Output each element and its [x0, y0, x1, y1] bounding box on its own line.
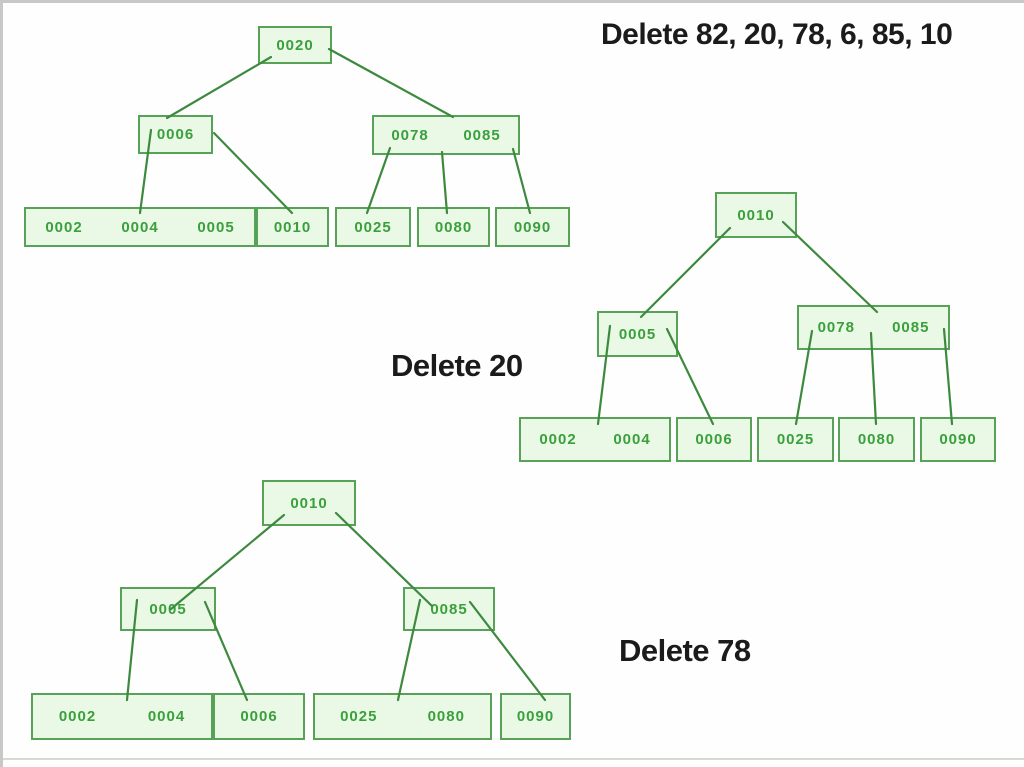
tree-after-delete-82-node-0002-0004-0005: 0002 0004 0005: [24, 207, 256, 247]
tree-after-delete-20-edge: [781, 220, 879, 314]
tree-after-delete-20-edge: [639, 226, 732, 319]
tree-after-delete-82-edge: [365, 146, 392, 215]
node-key: 0006: [240, 708, 278, 725]
node-key: 0005: [197, 218, 235, 236]
tree-after-delete-20-node-0090: 0090: [920, 417, 996, 462]
tree-after-delete-20-node-0002-0004: 0002 0004: [519, 417, 671, 462]
node-key: 0020: [276, 36, 314, 54]
label-delete-20: Delete 20: [391, 348, 523, 383]
bottom-border-line: [0, 758, 1024, 760]
node-key: 0010: [290, 494, 328, 512]
tree-after-delete-82-edge: [165, 55, 273, 120]
node-key: 0085: [463, 126, 501, 144]
node-key: 0085: [430, 600, 468, 618]
tree-after-delete-78-node-0006: 0006: [213, 693, 305, 740]
tree-after-delete-82-edge: [327, 47, 455, 119]
node-key: 0078: [817, 319, 855, 336]
node-key: 0002: [539, 431, 577, 448]
node-key: 0025: [340, 708, 378, 725]
label-delete-78: Delete 78: [619, 633, 751, 668]
tree-after-delete-82-node-0078-0085: 0078 0085: [372, 115, 520, 155]
tree-after-delete-82-edge: [212, 131, 294, 215]
node-key: 0080: [857, 431, 896, 448]
tree-after-delete-82-node-0006: 0006: [138, 115, 213, 154]
tree-after-delete-20-node-0005: 0005: [597, 311, 678, 357]
tree-after-delete-78-node-0025-0080: 0025 0080: [313, 693, 492, 740]
node-key: 0010: [273, 218, 312, 236]
left-border-line: [0, 0, 3, 767]
node-key: 0006: [156, 126, 195, 143]
node-key: 0080: [427, 708, 465, 725]
node-key: 0085: [892, 319, 930, 336]
tree-after-delete-78-node-0085: 0085: [403, 587, 495, 631]
node-key: 0090: [516, 708, 555, 725]
node-key: 0004: [147, 708, 186, 725]
node-key: 0006: [695, 431, 733, 448]
node-key: 0005: [618, 325, 657, 343]
tree-after-delete-82-node-0010: 0010: [256, 207, 329, 247]
node-key: 0025: [776, 431, 815, 448]
node-key: 0080: [434, 218, 473, 236]
tree-after-delete-20-node-0080: 0080: [838, 417, 915, 462]
tree-after-delete-82-node-0090: 0090: [495, 207, 570, 247]
node-key: 0002: [45, 218, 83, 236]
node-key: 0004: [121, 218, 159, 236]
node-key: 0005: [149, 600, 187, 618]
node-key: 0090: [513, 218, 552, 236]
tree-after-delete-20-node-0010: 0010: [715, 192, 797, 238]
tree-after-delete-82-edge: [511, 147, 532, 215]
tree-after-delete-78-node-0090: 0090: [500, 693, 571, 740]
tree-after-delete-20-node-0006: 0006: [676, 417, 752, 462]
tree-after-delete-78-node-0002-0004: 0002 0004: [31, 693, 213, 740]
node-key: 0078: [391, 126, 429, 144]
node-key: 0090: [939, 431, 977, 448]
node-key: 0025: [354, 218, 392, 236]
title-delete-sequence: Delete 82, 20, 78, 6, 85, 10: [601, 18, 953, 51]
top-border-line: [0, 0, 1024, 3]
node-key: 0010: [737, 206, 775, 224]
tree-after-delete-20-node-0078-0085: 0078 0085: [797, 305, 950, 350]
tree-after-delete-82-node-0025: 0025: [335, 207, 411, 247]
tree-after-delete-82-node-0080: 0080: [417, 207, 490, 247]
node-key: 0004: [613, 431, 651, 448]
node-key: 0002: [58, 708, 97, 725]
tree-after-delete-78-node-0010: 0010: [262, 480, 356, 526]
tree-after-delete-20-node-0025: 0025: [757, 417, 834, 462]
tree-after-delete-78-node-0005: 0005: [120, 587, 216, 631]
tree-after-delete-82-node-0020: 0020: [258, 26, 332, 64]
tree-after-delete-82-edge: [440, 150, 449, 215]
